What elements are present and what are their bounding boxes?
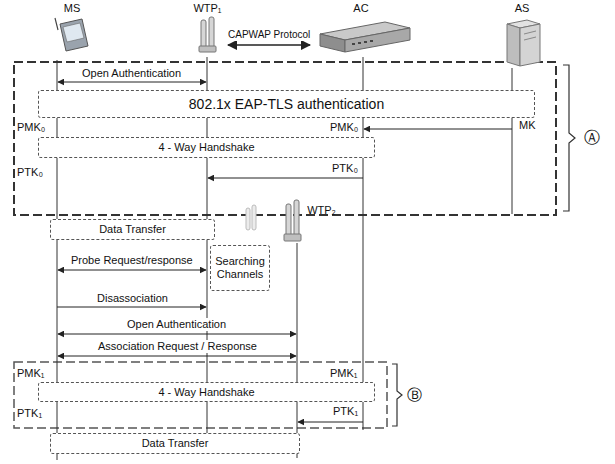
- participant-label: AS: [500, 2, 544, 57]
- message-arrows: [57, 82, 512, 422]
- message-arrow: [58, 82, 206, 83]
- message-arrow: [58, 270, 206, 271]
- node-text: Data Transfer: [142, 437, 209, 450]
- step-box: 4 - Way Handshake: [38, 137, 375, 158]
- participant-label: WTP₁: [189, 2, 226, 57]
- message-label: Association Request / Response: [97, 340, 258, 353]
- message-label: PTK₁: [332, 405, 359, 418]
- message-label: Probe Request/response: [70, 254, 194, 267]
- message-arrow: [58, 334, 296, 335]
- message-arrow: [364, 129, 512, 130]
- message-label: Open Authentication: [81, 67, 182, 80]
- message-label: PMK₀: [329, 121, 359, 134]
- participant-label: WTP₂: [303, 204, 340, 220]
- antenna-icon: [199, 17, 216, 52]
- message-arrow: [58, 356, 296, 357]
- region-a: [14, 62, 556, 215]
- node-text: WTP₂: [307, 204, 336, 216]
- controller-icon: [320, 22, 410, 52]
- message-label: Open Authentication: [126, 318, 227, 331]
- participant-label: MS: [50, 2, 94, 57]
- node-text: 4 - Way Handshake: [158, 386, 254, 399]
- node-text: Searching Channels: [214, 255, 266, 280]
- message-label: PMK₁: [329, 367, 359, 380]
- message-label: PMK₁: [16, 367, 46, 380]
- antenna-icon: [284, 200, 301, 241]
- message-label: PMK₀: [16, 121, 46, 134]
- participant-label: AC: [312, 2, 410, 57]
- node-text: Data Transfer: [99, 223, 166, 236]
- step-box: Data Transfer: [50, 219, 215, 240]
- message-label: PTK₀: [331, 162, 359, 175]
- bracket-b: [392, 364, 402, 426]
- edge-label: CAPWAP Protocol: [227, 29, 311, 41]
- step-box: Searching Channels: [210, 245, 270, 291]
- message-label: PTK₀: [16, 166, 44, 179]
- callout-letter: Ⓑ: [406, 386, 423, 403]
- message-arrow: [298, 422, 363, 423]
- node-text: MS: [64, 2, 81, 14]
- bracket-a: [563, 65, 575, 211]
- step-box: Data Transfer: [50, 433, 300, 454]
- node-text: 802.1x EAP-TLS authentication: [189, 96, 384, 112]
- callout-letter: Ⓐ: [583, 129, 601, 147]
- message-label: PTK₁: [16, 407, 43, 420]
- message-label: MK: [518, 119, 537, 132]
- node-text: AC: [353, 2, 368, 14]
- message-arrow: [208, 178, 363, 179]
- node-text: WTP₁: [193, 2, 221, 14]
- region-b: [14, 362, 387, 428]
- pda-icon: [55, 18, 88, 51]
- step-box: 802.1x EAP-TLS authentication: [38, 90, 535, 118]
- message-label: Disassociation: [96, 292, 169, 305]
- message-arrow: [57, 307, 206, 308]
- step-box: 4 - Way Handshake: [38, 382, 375, 402]
- server-icon: [507, 20, 540, 66]
- antenna-icon-faded: [246, 205, 256, 230]
- node-text: AS: [515, 2, 530, 14]
- protocol-link: [228, 44, 310, 46]
- node-text: 4 - Way Handshake: [158, 141, 254, 154]
